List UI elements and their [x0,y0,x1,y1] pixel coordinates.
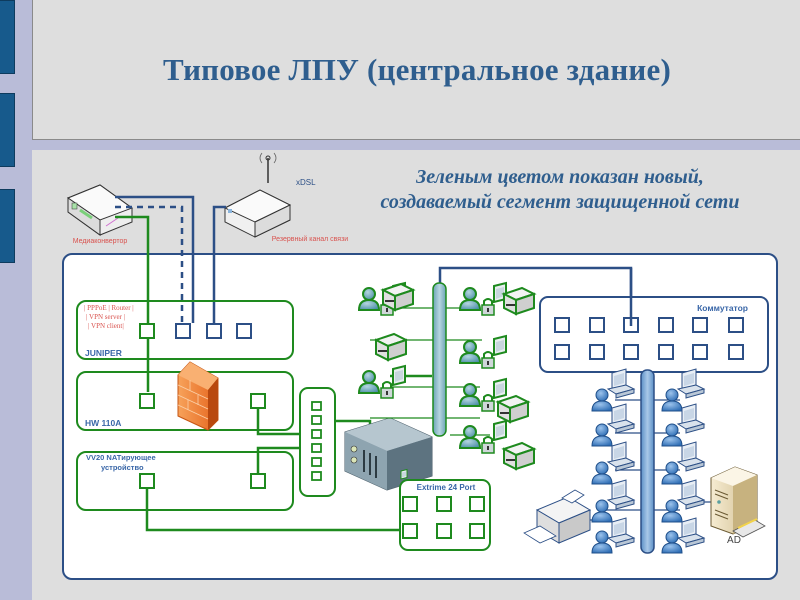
juniper-port-3 [206,323,222,339]
slide-tab-3[interactable] [0,189,15,263]
juniper-port-4 [236,323,252,339]
switch-port [728,317,744,333]
juniper-modes-1: | PPPoE | Router | [84,304,134,312]
patch-panel [299,387,336,497]
subtitle-line-2: создаваемый сегмент защищенной сети [380,191,740,213]
switch-port [589,317,605,333]
extreme-switch: Extrime 24 Port [399,479,491,551]
hw110a-port-1 [139,393,155,409]
juniper-port-2 [175,323,191,339]
printer-icon [503,442,535,470]
vv20-port-1 [139,473,155,489]
wireless-modem-icon [223,152,292,238]
switch-kommutator: Коммутатор [539,268,769,373]
vv20-label-2: устройство [101,463,144,472]
router-label: Медиаконвертор [73,238,128,245]
hw110a-port-2 [250,393,266,409]
vv20-label-1: VV20 NATирующее [86,453,156,462]
slide-title: Типовое ЛПУ (центральное здание) [163,52,671,87]
switch-port [589,344,605,360]
backbone-pipe-green [432,282,447,437]
rack-server-icon [344,417,433,491]
slide-subtitle: Зеленым цветом показан новый, создаваемы… [330,165,790,215]
printer-icon [523,489,592,544]
firewall-icon [177,361,219,431]
workstation-icon [493,378,507,399]
switch-port [692,317,708,333]
modem-label: Резервный канал связи [272,235,349,243]
switch-label: Коммутатор [697,303,748,313]
workstation-icon [493,335,507,356]
xdsl-label: xDSL [296,178,316,187]
juniper-label: JUNIPER [85,348,122,358]
switch-port [692,344,708,360]
ad-server-label: AD [727,535,741,546]
vv20-device: VV20 NATирующее устройство [76,451,294,511]
switch-port [658,344,674,360]
switch-port [623,344,639,360]
switch-port [554,317,570,333]
juniper-port-1 [139,323,155,339]
printer-icon [497,395,529,423]
backbone-pipe-blue [640,369,655,554]
network-router-icon [66,184,134,236]
switch-port [554,344,570,360]
title-panel: Типовое ЛПУ (центральное здание) [32,0,800,140]
vv20-port-2 [250,473,266,489]
printer-icon [382,283,414,311]
extreme-label: Extrime 24 Port [417,483,476,492]
hw110a-label: HW 110A [85,418,121,428]
tower-server-icon [710,466,766,538]
juniper-device: | PPPoE | Router | | VPN server | | VPN … [76,300,294,360]
switch-port [728,344,744,360]
juniper-modes-2: | VPN server | [86,313,125,321]
slide-tab-1[interactable] [0,0,15,74]
slide-tab-2[interactable] [0,93,15,167]
juniper-modes-3: | VPN client| [88,322,124,330]
switch-port [658,317,674,333]
printer-icon [503,287,535,315]
workstation-icon [392,365,406,386]
printer-icon [375,333,407,361]
subtitle-line-1: Зеленым цветом показан новый, [416,166,704,188]
workstation-icon [493,420,507,441]
